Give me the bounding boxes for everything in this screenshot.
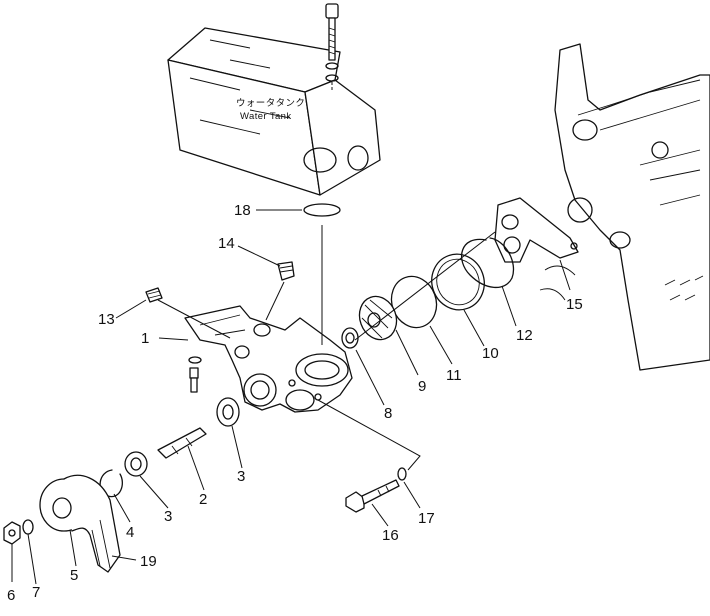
callout-4: 4 (126, 524, 134, 541)
callout-16: 16 (382, 527, 399, 544)
callout-11: 11 (446, 367, 462, 384)
tank-label-english: Water Tank (240, 111, 292, 122)
impeller-9 (358, 295, 398, 341)
tank-label-japanese: ウォータタンク (236, 98, 305, 109)
callout-7: 7 (32, 584, 40, 601)
seal-8 (341, 327, 359, 349)
callout-13: 13 (98, 311, 115, 328)
callout-15: 15 (566, 296, 583, 313)
bolt-16 (345, 479, 400, 513)
callout-2: 2 (199, 491, 207, 508)
callout-19: 19 (140, 553, 157, 570)
callout-10: 10 (482, 345, 499, 362)
plug-14 (277, 261, 295, 281)
washer-17 (397, 467, 407, 481)
callout-18: 18 (234, 202, 251, 219)
callout-5: 5 (70, 567, 78, 584)
callout-numbers: 1 2 3 3 4 5 6 7 8 9 10 11 12 13 14 15 16… (7, 202, 583, 604)
bearing-3-upper (216, 397, 240, 427)
ring-10 (431, 253, 485, 311)
pulley-5 (39, 474, 121, 573)
callout-8: 8 (384, 405, 392, 422)
callout-14: 14 (218, 235, 235, 252)
engine-block (539, 43, 710, 371)
water-tank: ウォータタンク Water Tank (167, 27, 381, 196)
gasket-15 (494, 197, 579, 263)
nut-6 (3, 521, 21, 545)
pump-body-1 (184, 305, 353, 413)
assembly-lines (157, 225, 496, 471)
snap-ring-12 (461, 237, 515, 289)
washer-7 (22, 519, 34, 535)
tank-mount-bolt (325, 3, 339, 92)
callout-3-upper: 3 (237, 468, 245, 485)
bearing-3-lower (124, 451, 148, 477)
body-bolt (188, 356, 202, 393)
plug-13 (145, 287, 163, 303)
callout-3-lower: 3 (164, 508, 172, 525)
callout-12: 12 (516, 327, 533, 344)
callout-6: 6 (7, 587, 15, 604)
callout-1: 1 (141, 330, 149, 347)
callout-17: 17 (418, 510, 435, 527)
callout-9: 9 (418, 378, 426, 395)
shaft-2 (157, 427, 207, 459)
leader-lines (11, 209, 571, 585)
o-ring-18 (303, 203, 341, 217)
